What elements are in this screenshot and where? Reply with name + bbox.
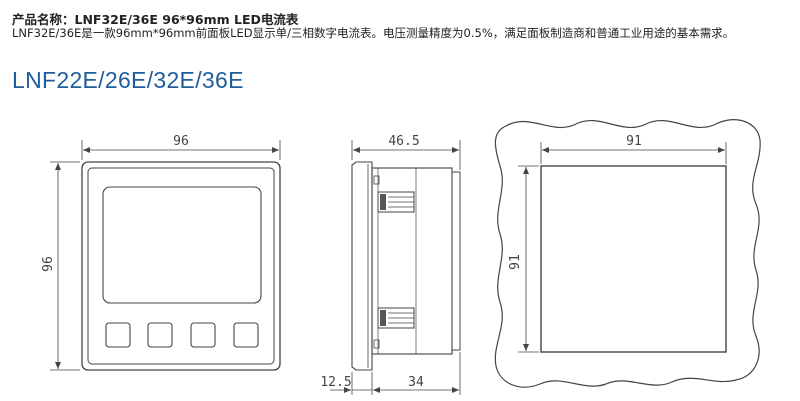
- product-description: LNF32E/36E是一款96mm*96mm前面板LED显示单/三相数字电流表。…: [12, 26, 735, 40]
- front-button-4: [233, 322, 259, 348]
- front-width-label: 96: [173, 134, 189, 149]
- product-title: 产品名称：LNF32E/36E 96*96mm LED电流表: [12, 12, 299, 27]
- panel-cutout-rect: [540, 165, 727, 353]
- panel-wavy-border: [494, 119, 761, 388]
- side-rear-cover: [451, 171, 461, 351]
- side-rear-label: 34: [408, 375, 424, 390]
- cutout-width-label: 91: [626, 134, 642, 149]
- front-view: 96 96: [41, 134, 281, 371]
- front-bezel-outer: [81, 161, 281, 371]
- panel-cutout-view: 91 91: [494, 119, 761, 388]
- model-series-heading: LNF22E/26E/32E/36E: [12, 67, 244, 93]
- front-button-3: [190, 322, 216, 348]
- side-clamp-bottom: [377, 307, 415, 329]
- side-front-label: 12.5: [320, 375, 351, 390]
- side-front-flange: [351, 161, 373, 371]
- front-display-window: [102, 186, 262, 304]
- cutout-height-label: 91: [508, 254, 523, 270]
- side-clamp-top: [377, 191, 415, 213]
- front-bezel-inner: [87, 167, 275, 365]
- front-height-label: 96: [41, 256, 56, 272]
- side-depth-label: 46.5: [388, 134, 419, 149]
- front-button-1: [105, 322, 131, 348]
- side-view: 46.5 12.5 34: [320, 134, 461, 395]
- front-button-2: [147, 322, 173, 348]
